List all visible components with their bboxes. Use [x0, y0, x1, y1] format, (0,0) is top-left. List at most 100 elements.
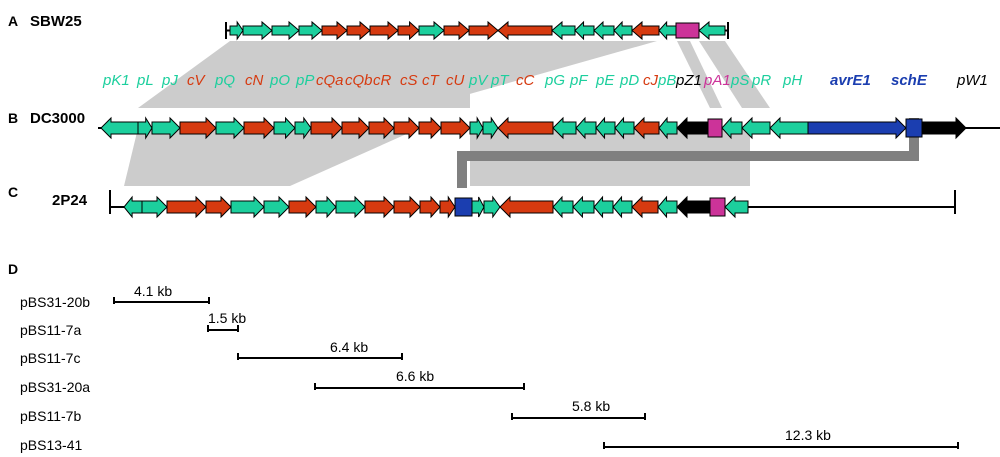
gene-p2p24	[263, 195, 290, 219]
gene-label: pS	[730, 72, 749, 89]
clone-name: pBS11-7c	[20, 350, 80, 366]
gene-label: cU	[446, 72, 465, 89]
clone-size: 6.6 kb	[396, 368, 434, 384]
gene-dc3000	[614, 116, 635, 140]
gene-p2p24	[552, 195, 574, 219]
gene-dc3000	[341, 116, 370, 140]
homology-region	[124, 128, 420, 186]
gene-label: pH	[782, 72, 802, 89]
gene-label: pR	[751, 72, 771, 89]
gene-dc3000	[151, 116, 181, 140]
gene-p2p24	[393, 195, 421, 219]
gene-dc3000	[469, 116, 484, 140]
gene-label: pG	[544, 72, 565, 89]
gene-label: cR	[373, 72, 392, 89]
gene-dc3000	[418, 116, 442, 140]
gene-label: avrE1	[830, 72, 871, 89]
clone-size: 5.8 kb	[572, 398, 610, 414]
gene-dc3000	[807, 116, 907, 140]
gene-label: cC	[516, 72, 535, 89]
gene-dc3000	[497, 116, 554, 140]
gene-p2p24	[439, 195, 456, 219]
gene-p2p24	[631, 195, 659, 219]
gene-dc3000	[721, 116, 743, 140]
gene-dc3000	[243, 116, 275, 140]
gene-label: cS	[400, 72, 418, 89]
gene-sbw25	[298, 20, 323, 41]
clone-size: 12.3 kb	[785, 427, 831, 443]
gene-label: pQ	[214, 72, 235, 89]
gene-label: pA1	[703, 72, 731, 89]
gene-p2p24	[454, 197, 473, 217]
gene-sbw25	[631, 20, 660, 41]
gene-label: pP	[295, 72, 314, 89]
gene-dc3000	[552, 116, 577, 140]
genes	[100, 20, 967, 219]
gene-label: pT	[490, 72, 510, 89]
gene-p2p24	[230, 195, 265, 219]
gene-p2p24	[288, 195, 317, 219]
clone-size: 1.5 kb	[208, 310, 246, 326]
gene-sbw25	[369, 20, 399, 41]
gene-sbw25	[346, 20, 371, 41]
gene-sbw25	[397, 20, 420, 41]
gene-dc3000	[921, 116, 967, 140]
gene-p2p24	[572, 195, 595, 219]
homology-region	[699, 41, 770, 108]
gene-dc3000	[137, 116, 153, 140]
gene-label: pB	[657, 72, 676, 89]
homology-region	[275, 41, 470, 108]
gene-label: pV	[468, 72, 489, 89]
gene-dc3000	[769, 116, 809, 140]
gene-sbw25	[443, 20, 470, 41]
gene-dc3000	[676, 116, 709, 140]
gene-p2p24	[419, 195, 441, 219]
gene-sbw25	[551, 20, 576, 41]
gene-label: cV	[187, 72, 207, 89]
gene-sbw25	[593, 20, 615, 41]
gene-label: pW1	[956, 72, 988, 89]
gene-dc3000	[905, 118, 923, 138]
gene-label: pL	[136, 72, 154, 89]
gene-dc3000	[482, 116, 499, 140]
gene-sbw25	[658, 20, 677, 41]
gene-dc3000	[440, 116, 471, 140]
gene-dc3000	[595, 116, 616, 140]
panel-label-b: B	[8, 110, 18, 126]
gene-dc3000	[707, 118, 723, 138]
strain-label-2p24: 2P24	[52, 192, 88, 209]
gene-label: cT	[422, 72, 441, 89]
gene-label: cQb	[345, 72, 373, 89]
gene-p2p24	[709, 197, 726, 217]
gene-sbw25	[229, 20, 244, 41]
gene-p2p24	[471, 196, 485, 218]
gene-p2p24	[205, 195, 232, 219]
panel-label-a: A	[8, 13, 18, 29]
gene-dc3000	[100, 116, 139, 140]
gene-sbw25	[321, 20, 348, 41]
gene-sbw25	[242, 20, 273, 41]
gene-sbw25	[675, 22, 700, 39]
gene-dc3000	[633, 116, 660, 140]
gene-label: pK1	[102, 72, 130, 89]
gene-p2p24	[483, 195, 501, 219]
gene-p2p24	[364, 195, 395, 219]
gene-p2p24	[335, 195, 366, 219]
gene-p2p24	[676, 195, 711, 219]
clone-name: pBS11-7b	[20, 408, 81, 424]
gene-label: pZ1	[675, 72, 702, 89]
gene-p2p24	[657, 195, 678, 219]
gene-p2p24	[724, 195, 749, 219]
gene-label: cN	[245, 72, 264, 89]
gene-label: schE	[891, 72, 928, 89]
gene-sbw25	[698, 20, 726, 41]
gene-sbw25	[574, 20, 595, 41]
gene-dc3000	[658, 116, 678, 140]
clone-name: pBS11-7a	[20, 322, 81, 338]
gene-p2p24	[593, 195, 614, 219]
gene-dc3000	[310, 116, 343, 140]
homology-shading	[124, 41, 919, 188]
